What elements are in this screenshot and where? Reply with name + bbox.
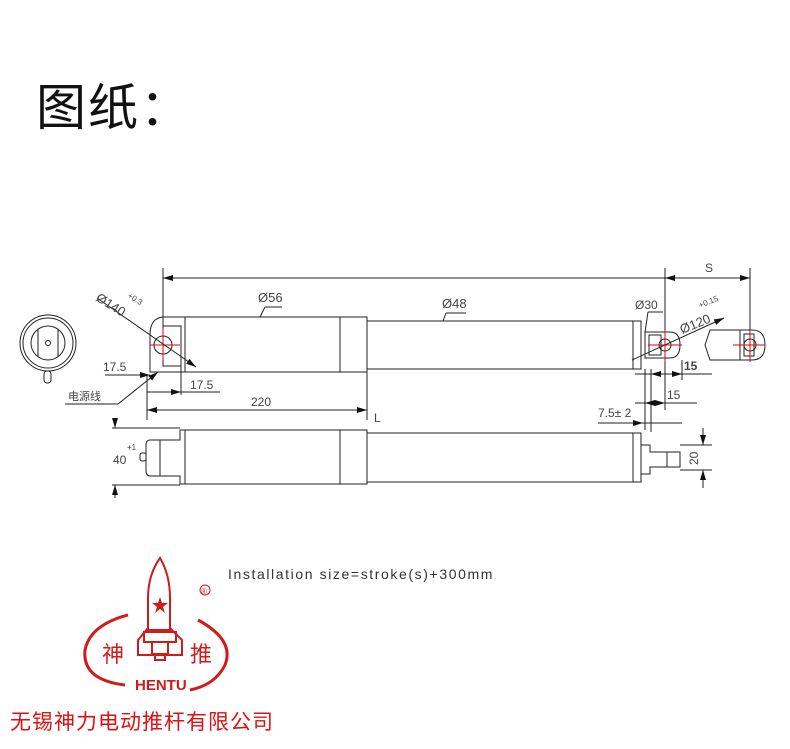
center-marks: [150, 328, 765, 362]
dim-40-tol: +1: [127, 443, 137, 452]
dim-rear-hole-tol: +0.3: [126, 291, 145, 307]
dim-40: 40: [113, 453, 127, 467]
dim-rod: Ø30: [635, 298, 658, 312]
dim-15-a: 15: [684, 359, 698, 373]
dim-body: Ø56: [258, 290, 283, 305]
hentu-logo: [83, 556, 229, 692]
page-title: 图纸：: [36, 79, 192, 137]
dim-15-b: 15: [667, 388, 681, 402]
dim-stroke: S: [705, 261, 713, 275]
registered-mark: ®: [201, 587, 207, 596]
dim-20: 20: [687, 451, 701, 465]
logo-brand: HENTU: [135, 677, 187, 694]
dim-17-5-a: 17.5: [103, 360, 127, 374]
dim-220: 220: [251, 395, 271, 409]
logo-left-char: 神: [102, 642, 124, 667]
power-cable-label: 电源线: [68, 389, 101, 403]
end-view: [19, 314, 77, 384]
dim-l: L: [374, 411, 381, 425]
dim-front-hole: Ø120: [678, 311, 713, 337]
dim-7-5: 7.5± 2: [598, 406, 632, 420]
dim-front-hole-tol: +0.15: [697, 294, 720, 310]
dim-17-5-b: 17.5: [190, 378, 214, 392]
company-name: 无锡神力电动推杆有限公司: [10, 710, 274, 734]
logo-right-char: 推: [190, 642, 212, 667]
actuator-side-view: [139, 429, 681, 485]
dim-tube: Ø48: [442, 296, 467, 311]
installation-note: Installation size=stroke(s)+300mm: [228, 566, 494, 582]
dim-rear-hole: Ø140: [93, 290, 128, 320]
